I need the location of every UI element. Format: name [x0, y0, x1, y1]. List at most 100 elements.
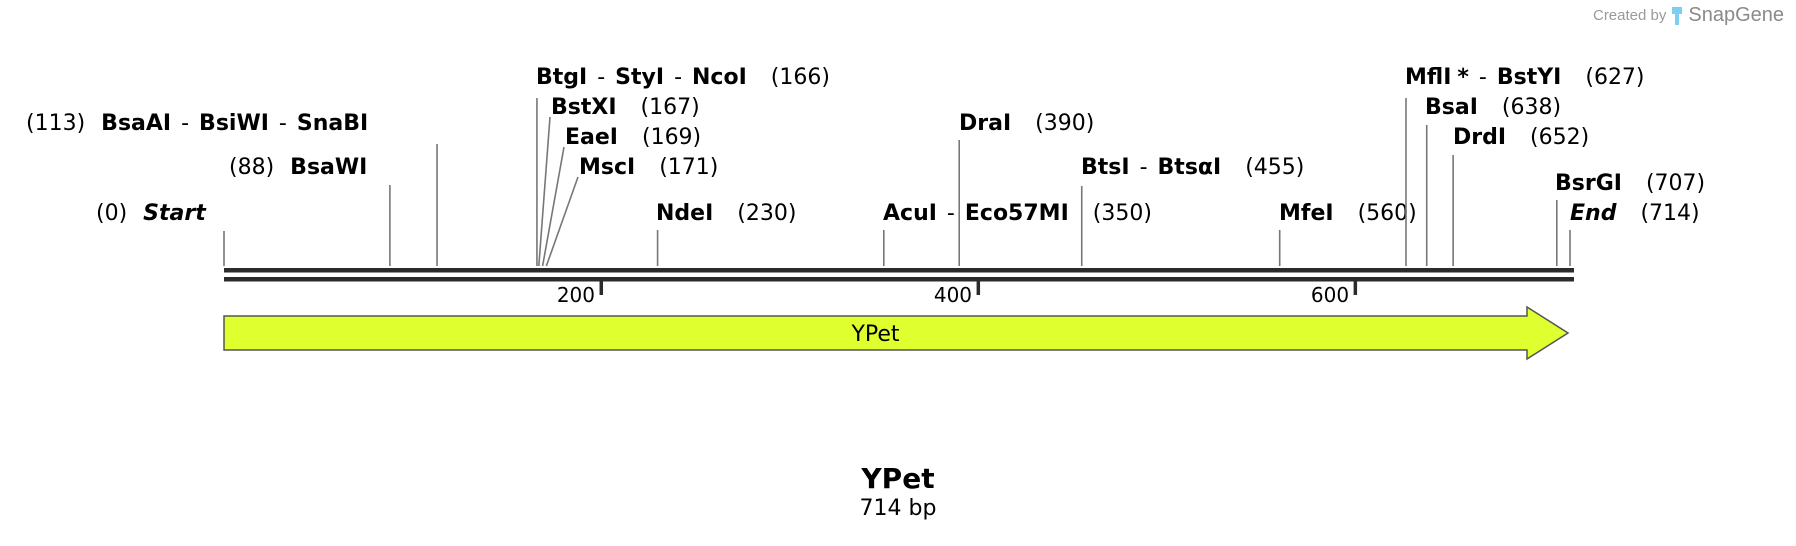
sequence-length: 714 bp — [859, 496, 937, 521]
site-label: BstXI (167) — [551, 95, 700, 120]
site-acui[interactable]: AcuI-Eco57MI (350) — [883, 201, 1152, 266]
enzyme-name: StyI — [615, 65, 664, 90]
site-label: EaeI (169) — [565, 125, 701, 150]
site-drdi[interactable]: DrdI(652) — [1452, 125, 1589, 266]
site-mfei[interactable]: MfeI (560) — [1278, 201, 1417, 266]
enzyme-name: EaeI — [565, 125, 618, 150]
enzyme-name: BsiWI — [199, 111, 269, 136]
sequence-title: YPet — [861, 462, 935, 495]
feature-ypet[interactable]: YPet — [223, 305, 1570, 361]
name-separator: - — [279, 111, 287, 136]
site-position: (390) — [1035, 111, 1094, 136]
ruler-tick-label: 400 — [934, 283, 972, 307]
enzyme-name: MfeI — [1279, 201, 1334, 226]
name-separator: - — [947, 201, 955, 226]
site-bsai[interactable]: BsaI (638) — [1425, 95, 1561, 266]
enzyme-name: BtsαI — [1158, 155, 1222, 180]
site-label: DrdI(652) — [1453, 125, 1589, 150]
ruler-tick — [1353, 281, 1358, 295]
site-position: (560) — [1358, 201, 1417, 226]
site-end[interactable]: End(714) — [1569, 201, 1700, 266]
sequence-backbone[interactable] — [224, 268, 1574, 282]
enzyme-name: Eco57MI — [965, 201, 1069, 226]
ruler: 200 400 600 — [557, 281, 1358, 307]
star-marker: * — [1457, 65, 1469, 90]
ruler-tick — [976, 281, 981, 295]
enzyme-name: SnaBI — [297, 111, 368, 136]
name-separator: - — [597, 65, 605, 90]
sequence-title-block: YPet 714 bp — [0, 462, 1796, 522]
ruler-tick — [599, 281, 604, 295]
enzyme-name: BsaI — [1425, 95, 1478, 120]
snapgene-credit: Created by SnapGene — [1593, 4, 1784, 27]
site-position: (350) — [1093, 201, 1152, 226]
enzyme-name: BsaWI — [290, 155, 367, 180]
enzyme-name: DraI — [959, 111, 1011, 136]
enzyme-name: BtsI — [1081, 155, 1130, 180]
site-bsaai[interactable]: (113)BsaAI-BsiWI-SnaBI — [26, 111, 438, 266]
site-position: (707) — [1646, 171, 1705, 196]
site-ndei[interactable]: NdeI(230) — [656, 201, 796, 266]
name-separator: - — [674, 65, 682, 90]
site-position: (167) — [641, 95, 700, 120]
site-position: (171) — [659, 155, 718, 180]
enzyme-name: Start — [143, 201, 207, 226]
site-label: MscI (171) — [579, 155, 718, 180]
site-bsawi[interactable]: (88) BsaWI — [229, 155, 391, 266]
site-label: (113)BsaAI-BsiWI-SnaBI — [26, 111, 368, 136]
site-drai[interactable]: DraI (390) — [958, 111, 1094, 266]
site-marker-line — [538, 116, 551, 267]
enzyme-name: AcuI — [883, 201, 937, 226]
site-marker-line — [545, 176, 579, 267]
site-label: MfeI (560) — [1279, 201, 1417, 226]
site-label: BtgI-StyI-NcoI(166) — [536, 65, 830, 90]
site-mfli[interactable]: MflI*-BstYI (627) — [1405, 65, 1645, 266]
site-label: NdeI(230) — [656, 201, 796, 226]
site-label: (0) Start — [96, 201, 207, 226]
site-label: (88) BsaWI — [229, 155, 367, 180]
enzyme-name: NcoI — [692, 65, 747, 90]
site-position: (638) — [1502, 95, 1561, 120]
name-separator: - — [1140, 155, 1148, 180]
feature-label: YPet — [850, 322, 899, 347]
credit-brand: SnapGene — [1688, 4, 1784, 26]
enzyme-name: MscI — [579, 155, 635, 180]
site-label: BsrGI (707) — [1555, 171, 1705, 196]
credit-prefix: Created by — [1592, 7, 1667, 24]
enzyme-name: NdeI — [656, 201, 713, 226]
site-position: (714) — [1640, 201, 1699, 226]
feature-arrow[interactable] — [223, 305, 1570, 361]
site-position: (627) — [1585, 65, 1644, 90]
ruler-tick-label: 200 — [557, 283, 595, 307]
site-position: (88) — [229, 155, 274, 180]
enzyme-name: BstYI — [1497, 65, 1562, 90]
site-label: MflI*-BstYI (627) — [1405, 65, 1645, 90]
enzyme-name: BtgI — [536, 65, 587, 90]
site-position: (455) — [1245, 155, 1304, 180]
site-position: (166) — [771, 65, 830, 90]
site-btgi[interactable]: BtgI-StyI-NcoI(166) — [536, 65, 830, 266]
site-position: (113) — [26, 111, 85, 136]
site-btsi[interactable]: BtsI-BtsαI (455) — [1080, 155, 1304, 266]
site-label: BsaI (638) — [1425, 95, 1561, 120]
enzyme-name: BstXI — [551, 95, 617, 120]
ruler-tick-label: 600 — [1311, 283, 1349, 307]
site-msci[interactable]: MscI (171) — [545, 155, 718, 267]
site-marker-line — [541, 146, 565, 267]
enzyme-name: BsaAI — [101, 111, 171, 136]
site-label: BtsI-BtsαI (455) — [1081, 155, 1304, 180]
site-position: (652) — [1530, 125, 1589, 150]
name-separator: - — [1479, 65, 1487, 90]
site-label: AcuI-Eco57MI (350) — [883, 201, 1152, 226]
site-eaei[interactable]: EaeI (169) — [541, 125, 702, 267]
site-bstxi[interactable]: BstXI (167) — [538, 95, 700, 267]
site-position: (169) — [642, 125, 701, 150]
restriction-sites: (0)Start(88)BsaWI(113)BsaAI-BsiWI-SnaBIB… — [26, 65, 1705, 267]
enzyme-name: BsrGI — [1555, 171, 1622, 196]
enzyme-name: MflI — [1405, 65, 1451, 90]
site-bsrgi[interactable]: BsrGI (707) — [1555, 171, 1705, 266]
site-position: (0) — [96, 201, 127, 226]
site-start[interactable]: (0) Start — [96, 201, 225, 266]
name-separator: - — [181, 111, 189, 136]
